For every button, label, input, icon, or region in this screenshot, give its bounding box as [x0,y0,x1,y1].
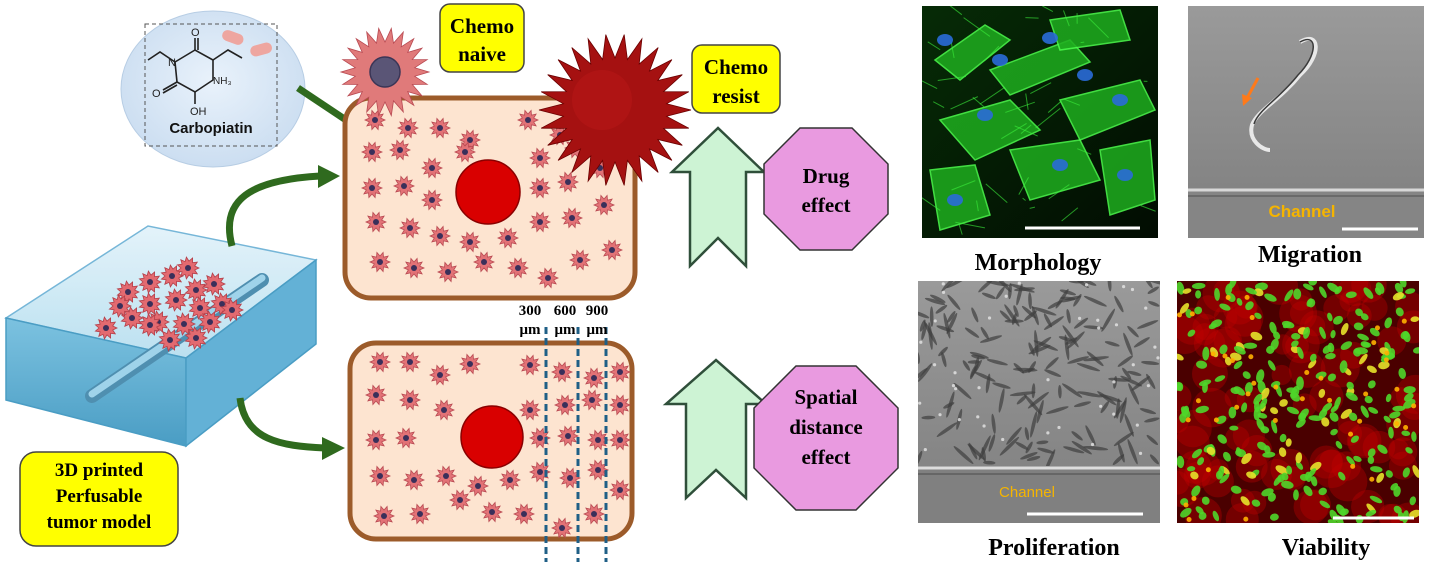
svg-text:OH: OH [190,106,207,118]
distance-900-value: 900 [586,303,609,319]
distance-300-unit: μm [520,322,542,338]
drug-name: Carbopiatin [169,120,252,137]
model-label-callout: 3D printed Perfusable tumor model [20,452,178,546]
model-label-line2: Perfusable [56,486,143,507]
svg-text:O: O [152,88,161,100]
drug-effect-line1: Drug [803,164,850,188]
drug-effect-line2: effect [802,193,851,217]
chemo-naive-line1: Chemo [450,14,514,38]
chemo-resist-line2: resist [712,84,759,108]
model-label-line1: 3D printed [55,460,144,481]
svg-text:N: N [168,57,176,69]
migration-channel-label: Channel [1268,202,1335,221]
lower-tissue-block [350,327,632,562]
spatial-effect-line2: distance [789,415,863,439]
upper-central-nucleus [456,160,520,224]
to-lower-tissue-arrow [240,398,325,448]
spatial-effect-up-arrow-icon [666,360,766,498]
chemo-naive-line2: naive [458,42,506,66]
migration-caption: Migration [1258,242,1362,268]
distance-900-unit: μm [587,322,609,338]
to-upper-tissue-arrowhead [318,165,340,188]
distance-600-unit: μm [555,322,577,338]
chemo-resist-line1: Chemo [704,55,768,79]
drug-effect-up-arrow-icon [672,128,764,266]
chemo-resist-callout: Chemo resist [692,45,780,113]
viability-panel: Viability [1163,267,1430,561]
svg-text:NH₃: NH₃ [213,76,232,87]
spatial-effect-line1: Spatial [794,385,857,409]
model-label-line3: tumor model [47,512,152,533]
svg-text:O: O [191,27,200,39]
drug-effect-octagon: Drug effect [764,128,888,250]
migration-panel: Channel Migration [1188,6,1424,268]
morphology-panel: Morphology [915,0,1158,276]
morphology-caption: Morphology [975,250,1102,276]
to-upper-tissue-arrow [229,176,320,246]
lower-central-nucleus [461,406,523,468]
proliferation-panel: Channel Proliferation [910,271,1166,561]
perfusable-tumor-model [6,226,316,446]
to-lower-tissue-arrowhead [322,437,345,460]
distance-300-value: 300 [519,303,542,319]
distance-labels: 300 μm 600 μm 900 μm [519,303,609,338]
spatial-effect-octagon: Spatial distance effect [754,366,898,510]
viability-caption: Viability [1282,535,1370,561]
proliferation-channel-label: Channel [999,484,1055,501]
spatial-effect-line3: effect [802,445,851,469]
proliferation-caption: Proliferation [988,535,1120,561]
chemo-naive-callout: Chemo naive [440,4,524,72]
drug-bubble: O N O NH₃ OH Carbopiatin [121,11,305,167]
distance-600-value: 600 [554,303,577,319]
